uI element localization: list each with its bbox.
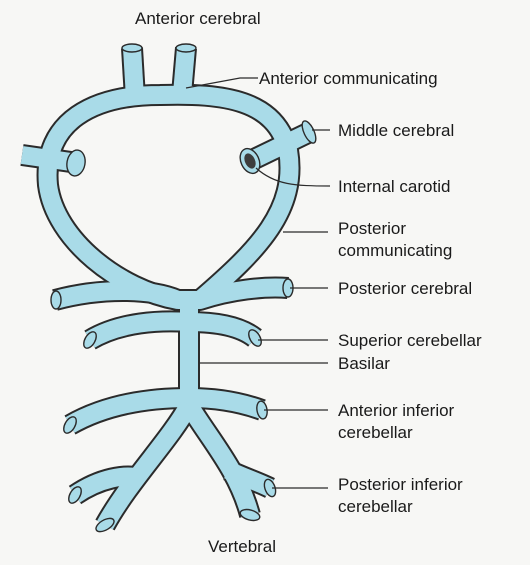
label-anterior-cerebral: Anterior cerebral	[135, 9, 261, 28]
posterior-cerebral-left-end	[51, 291, 61, 309]
label-vertebral: Vertebral	[208, 537, 276, 556]
label-superior-cerebellar: Superior cerebellar	[338, 331, 482, 350]
vertebral-right	[189, 405, 250, 515]
label-middle-cerebral: Middle cerebral	[338, 121, 454, 140]
vessels	[22, 44, 319, 534]
label-anterior-communicating: Anterior communicating	[259, 69, 438, 88]
label-basilar: Basilar	[338, 354, 390, 373]
label-anterior-inferior-cerebellar-line2: cerebellar	[338, 423, 413, 442]
label-anterior-inferior-cerebellar-line1: Anterior inferior	[338, 401, 455, 420]
label-posterior-inferior-cerebellar-line1: Posterior inferior	[338, 475, 463, 494]
label-posterior-communicating-line1: Posterior	[338, 219, 406, 238]
circle-outline	[48, 95, 290, 300]
leader-anterior-communicating	[186, 78, 258, 88]
anterior-cerebral-left-end	[122, 44, 142, 52]
label-posterior-cerebral: Posterior cerebral	[338, 279, 472, 298]
vertebral-left	[105, 405, 189, 525]
label-posterior-inferior-cerebellar-line2: cerebellar	[338, 497, 413, 516]
circle-vessel	[48, 95, 290, 300]
label-internal-carotid: Internal carotid	[338, 177, 450, 196]
label-posterior-communicating-line2: communicating	[338, 241, 452, 260]
anterior-cerebral-right-end	[176, 44, 196, 52]
